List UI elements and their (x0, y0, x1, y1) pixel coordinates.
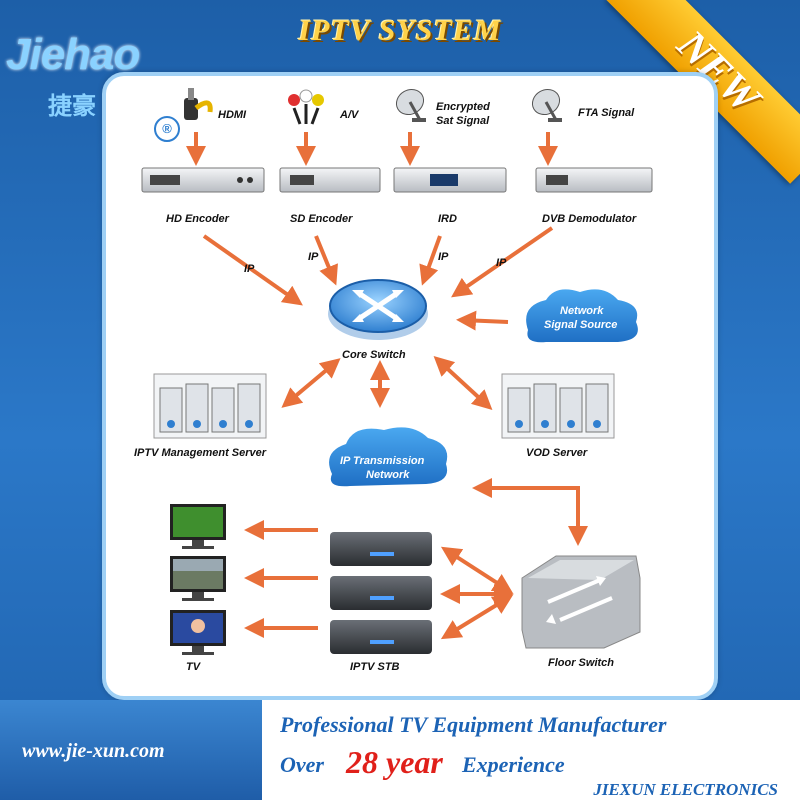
fta-dish-icon (531, 88, 562, 122)
satellite-dish-icon (395, 88, 426, 122)
label-ird: IRD (438, 213, 457, 225)
arrow-network-to-core (456, 310, 509, 331)
page-title: IPTV SYSTEM (298, 14, 502, 47)
core-switch-icon (328, 279, 428, 340)
logo-chinese-text: 捷豪 (48, 92, 96, 120)
ip-transmission-network-cloud (329, 427, 448, 487)
ip-label-4: IP (496, 257, 507, 269)
arrow-ird-to-core (419, 235, 442, 286)
logo-text: Jiehao (6, 30, 140, 79)
cloud-label-network-2: Network (366, 469, 410, 481)
label-iptv-stb: IPTV STB (350, 661, 400, 673)
vod-server-icon (501, 373, 615, 439)
arrow-sd-to-core (314, 235, 338, 286)
label-sd-encoder: SD Encoder (290, 213, 353, 225)
iptv-stb-3-icon (330, 620, 432, 654)
label-floor-switch: Floor Switch (548, 657, 614, 669)
label-core-switch: Core Switch (342, 349, 406, 361)
dvb-demodulator-device (535, 167, 653, 193)
footer-years: 28 year (346, 744, 443, 780)
arrow-core-to-vod (433, 355, 493, 411)
footer-over: Over (280, 752, 324, 777)
cloud-label-ip-transmission: IP Transmission (340, 455, 425, 467)
label-hd-encoder: HD Encoder (166, 213, 230, 225)
registered-mark: ® (154, 116, 180, 142)
arrow-core-to-management (281, 358, 341, 408)
ip-label-1: IP (244, 263, 255, 275)
ird-device (393, 167, 507, 193)
source-label-hdmi: HDMI (218, 109, 247, 121)
iptv-management-server-icon (153, 373, 267, 439)
footer-url-panel: www.jie-xun.com (0, 700, 262, 800)
network-signal-source-cloud (526, 289, 638, 343)
label-vod-server: VOD Server (526, 447, 588, 459)
iptv-stb-2-icon (330, 576, 432, 610)
cloud-label-signal-source: Signal Source (544, 319, 617, 331)
cloud-label-network: Network (560, 305, 604, 317)
ip-label-2: IP (308, 251, 319, 263)
iptv-stb-1-icon (330, 532, 432, 566)
hd-encoder-device (141, 167, 265, 193)
hdmi-plug-icon (184, 88, 213, 120)
footer: www.jie-xun.com Professional TV Equipmen… (0, 700, 800, 800)
arrow-stb3-floor-switch (440, 594, 514, 640)
header: Jiehao IPTV SYSTEM NEW (0, 0, 800, 184)
tv-2-icon (170, 556, 226, 601)
tv-1-icon (170, 504, 226, 549)
tv-3-icon (170, 610, 226, 655)
footer-tagline: Professional TV Equipment Manufacturer (280, 712, 667, 737)
label-dvb-demodulator: DVB Demodulator (542, 213, 637, 225)
label-tv: TV (186, 661, 202, 673)
arrow-stb1-floor-switch (440, 546, 514, 594)
arrow-hd-to-core (202, 234, 303, 306)
website-link[interactable]: www.jie-xun.com (22, 740, 165, 762)
footer-company: JIEXUN ELECTRONICS (593, 780, 778, 799)
source-label-encrypted-2: Sat Signal (436, 115, 490, 127)
source-label-av: A/V (339, 109, 360, 121)
arrow-dvb-to-core (451, 226, 554, 298)
label-iptv-management-server: IPTV Management Server (134, 447, 267, 459)
source-label-encrypted-1: Encrypted (436, 101, 490, 113)
arrow-transmission-to-floor-switch (472, 478, 588, 546)
floor-switch-icon (521, 555, 641, 649)
ip-label-3: IP (438, 251, 449, 263)
sd-encoder-device (279, 167, 381, 193)
source-label-fta: FTA Signal (578, 107, 635, 119)
footer-tagline-panel: Professional TV Equipment Manufacturer O… (262, 700, 800, 800)
footer-experience: Experience (462, 752, 565, 777)
av-cable-icon (288, 89, 324, 125)
